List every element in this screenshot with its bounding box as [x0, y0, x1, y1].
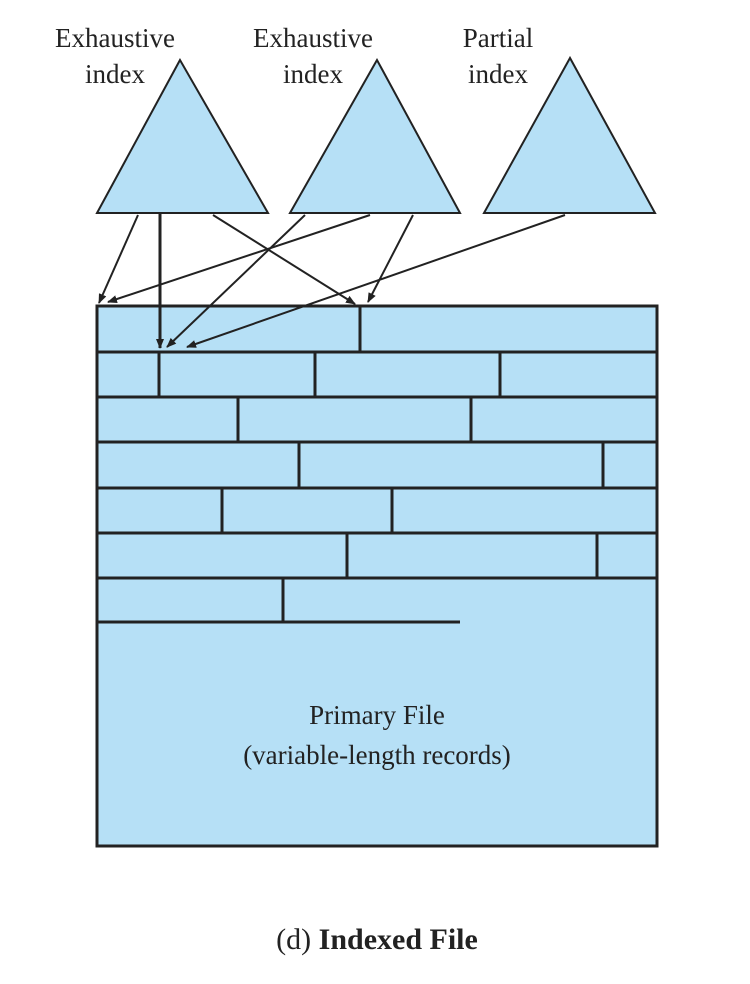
exhaustive-index-triangle-1 — [95, 57, 270, 214]
index-label-line: index — [468, 59, 528, 89]
index-label-line: Exhaustive — [253, 23, 373, 53]
index-label-line: Partial — [462, 23, 534, 53]
exhaustive-index-triangle-2 — [288, 57, 462, 214]
index-label-line: index — [283, 59, 343, 89]
partial-index-triangle — [482, 55, 657, 214]
caption-title: Indexed File — [318, 923, 478, 956]
pointer-arrow — [98, 214, 139, 304]
primary-file-title: Primary File — [309, 700, 445, 730]
pointer-arrow — [107, 214, 371, 303]
pointer-arrow — [212, 214, 356, 305]
index-pointers — [98, 213, 566, 349]
pointer-arrow — [367, 214, 414, 303]
primary-file-label: Primary File (variable-length records) — [97, 695, 657, 775]
primary-file-box — [95, 304, 659, 848]
figure-caption: (d) Indexed File — [97, 920, 657, 960]
primary-file-subtitle: (variable-length records) — [243, 740, 511, 770]
caption-prefix: (d) — [276, 923, 312, 956]
index-label-2: Exhaustive index — [228, 18, 398, 94]
index-label-1: Exhaustive index — [30, 18, 200, 94]
index-label-line: index — [85, 59, 145, 89]
index-label-line: Exhaustive — [55, 23, 175, 53]
index-label-3: Partial index — [413, 18, 583, 94]
pointer-arrow — [186, 214, 566, 348]
pointer-arrow — [166, 214, 306, 348]
